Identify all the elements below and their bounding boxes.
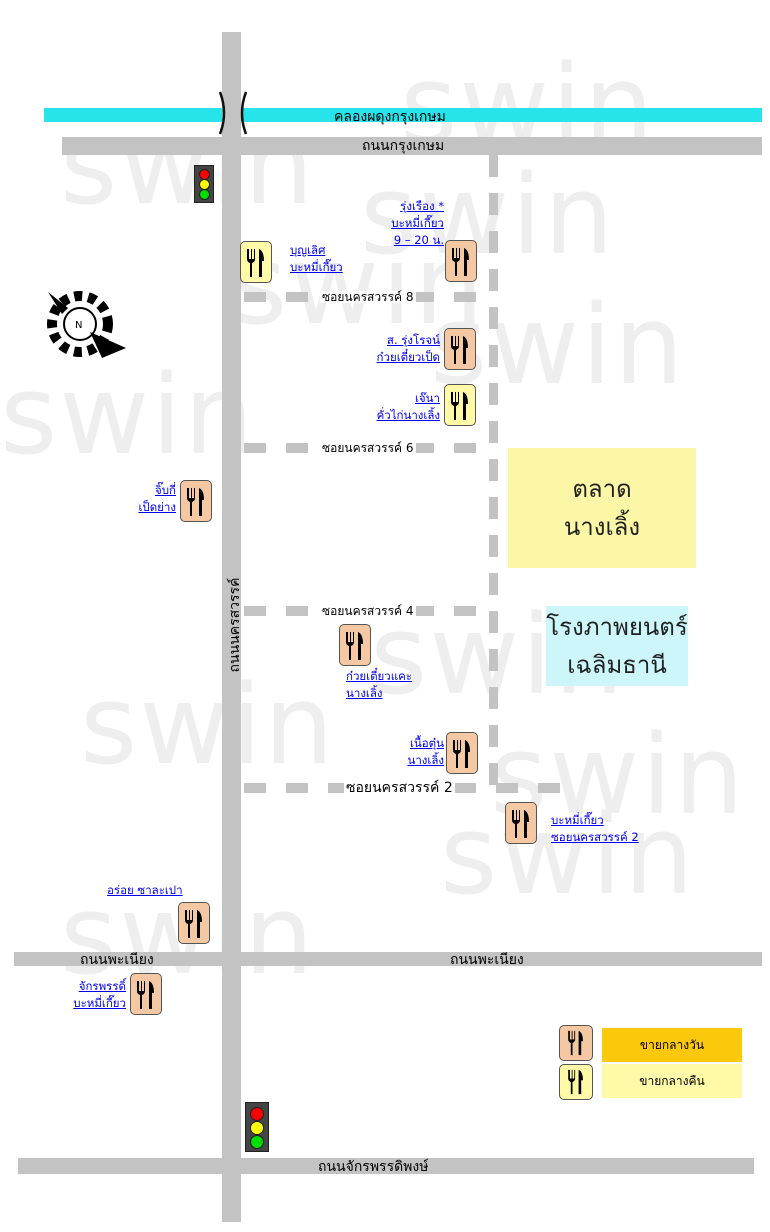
compass-letter: N <box>75 320 82 331</box>
road-phaniang <box>14 952 762 966</box>
soi-label-8: ซอยนครสวรรค์ 8 <box>320 290 416 304</box>
river-label: คลองผดุงกรุงเกษม <box>334 109 446 125</box>
market-line1: ตลาด <box>572 475 632 503</box>
fork-knife-icon[interactable] <box>446 732 478 774</box>
road-nakhonsawan <box>222 32 241 1222</box>
fork-knife-icon[interactable] <box>444 328 476 370</box>
restaurant-aroi-salapao-link[interactable]: อร่อย ซาละเปา <box>107 883 183 897</box>
watermark-swin: swin <box>440 791 696 919</box>
bridge-icon <box>218 91 248 135</box>
soi-label-4: ซอยนครสวรรค์ 4 <box>320 604 416 618</box>
compass-icon: N <box>47 291 126 358</box>
road-label-phaniang-left: ถนนพะเนียง <box>80 952 154 968</box>
legend-day-fork-knife-icon <box>559 1025 593 1061</box>
watermark-swin: swin <box>80 661 336 789</box>
watermark-swin: swin <box>230 221 486 349</box>
fork-knife-icon[interactable] <box>178 902 210 944</box>
restaurant-bamee-soi2-link[interactable]: บะหมี่เกี๊ยว ซอยนครสวรรค์ 2 <box>551 813 639 844</box>
watermark-swin: swin <box>360 151 616 279</box>
soi-vertical <box>489 155 498 785</box>
restaurant-kuaytiewkae-link[interactable]: ก๋วยเตี๋ยวแคะ นางเลิ้ง <box>346 669 413 700</box>
restaurant-jibki-link[interactable]: จิ๊บกี่ เป็ดย่าง <box>138 483 176 514</box>
road-label-krungkasem: ถนนกรุงเกษม <box>362 138 445 154</box>
traffic-light-icon <box>245 1102 269 1152</box>
restaurant-jenna-link[interactable]: เจ๊นา คั่วไก่นางเลิ้ง <box>376 391 440 422</box>
road-label-phaniang-right: ถนนพะเนียง <box>450 952 524 968</box>
restaurant-chakkraphat-link[interactable]: จักรพรรดิ์ บะหมี่เกี๊ยว <box>73 979 126 1010</box>
restaurant-sorrungroj-link[interactable]: ส. รุ่งโรจน์ ก๋วยเตี๋ยวเป็ด <box>376 333 440 364</box>
fork-knife-icon[interactable] <box>339 624 371 666</box>
cinema-line2: เฉลิมธานี <box>567 651 667 679</box>
fork-knife-icon[interactable] <box>445 240 477 282</box>
market-nang-loeng: ตลาด นางเลิ้ง <box>508 448 696 568</box>
road-chakkraphat <box>18 1158 754 1174</box>
soi-label-6: ซอยนครสวรรค์ 6 <box>320 441 416 455</box>
cinema-line1: โรงภาพยนตร์ <box>546 613 688 641</box>
restaurant-rungrueang-link[interactable]: รุ่งเรือง * บะหมี่เกี๊ยว 9 – 20 น. <box>391 199 444 247</box>
watermark-swin: swin <box>60 101 316 229</box>
legend-day-label: ขายกลางวัน <box>602 1028 742 1062</box>
fork-knife-icon[interactable] <box>444 384 476 426</box>
cinema-chalerm-thani: โรงภาพยนตร์ เฉลิมธานี <box>546 606 688 686</box>
legend-night-label: ขายกลางคืน <box>602 1064 742 1098</box>
restaurant-neuatun-link[interactable]: เนื้อตุ๋น นางเลิ้ง <box>407 736 444 767</box>
road-label-chakkraphat: ถนนจักรพรรดิพงษ์ <box>318 1159 429 1175</box>
watermark-swin: swin <box>0 351 256 479</box>
fork-knife-icon[interactable] <box>180 480 212 522</box>
traffic-light-icon <box>194 165 214 203</box>
soi-label-2: ซอยนครสวรรค์ 2 <box>344 780 455 796</box>
market-line2: นางเลิ้ง <box>563 513 641 541</box>
legend-night-fork-knife-icon <box>559 1064 593 1100</box>
fork-knife-icon[interactable] <box>240 241 272 283</box>
fork-knife-icon[interactable] <box>505 802 537 844</box>
road-label-nakhonsawan: ถนนนครสวรรค์ <box>227 577 243 673</box>
fork-knife-icon[interactable] <box>130 973 162 1015</box>
restaurant-boonlert-link[interactable]: บุญเลิศ บะหมี่เกี๊ยว <box>290 243 343 274</box>
